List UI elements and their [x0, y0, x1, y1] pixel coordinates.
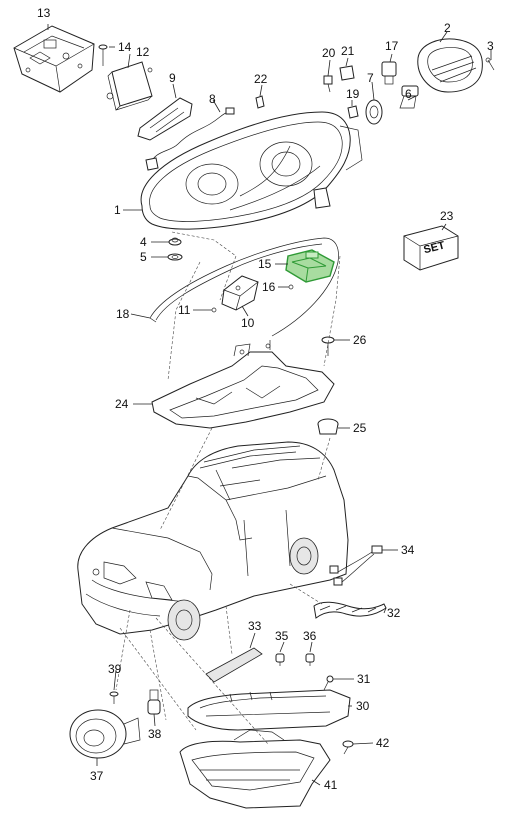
- callout-labels: 1 2 3 4 5 6 7 8 9 10 11 12 13 14 15 16 1…: [37, 6, 494, 792]
- callout-39: 39: [108, 662, 122, 676]
- callout-8: 8: [209, 92, 216, 106]
- part-35-bulb[interactable]: [275, 653, 285, 666]
- callout-9: 9: [169, 71, 176, 85]
- callout-36: 36: [303, 629, 317, 643]
- part-14-screw[interactable]: [98, 44, 108, 66]
- part-16-screw[interactable]: [288, 284, 294, 290]
- part-10-led-module[interactable]: [221, 275, 259, 311]
- part-4-grommet[interactable]: [168, 237, 182, 246]
- callout-2: 2: [444, 21, 451, 35]
- callout-23: 23: [440, 209, 454, 223]
- callout-7: 7: [367, 71, 374, 85]
- callout-20: 20: [322, 46, 336, 60]
- part-30-lamp-strip[interactable]: [187, 689, 351, 731]
- callout-17: 17: [385, 39, 399, 53]
- set-label: SET: [422, 239, 446, 256]
- callout-35: 35: [275, 629, 289, 643]
- part-7-bulb-holder[interactable]: [365, 99, 383, 125]
- callout-15: 15: [258, 257, 272, 271]
- callout-26: 26: [353, 333, 367, 347]
- part-20-adjuster[interactable]: [323, 75, 333, 93]
- part-36-bulb[interactable]: [305, 653, 315, 666]
- part-23-set-box[interactable]: SET: [403, 225, 459, 271]
- callout-3: 3: [487, 39, 494, 53]
- callout-19: 19: [346, 87, 360, 101]
- part-5-washer[interactable]: [167, 253, 183, 261]
- callout-12: 12: [136, 45, 150, 59]
- part-6-bulb[interactable]: [399, 85, 419, 109]
- part-37-fog-light[interactable]: [69, 709, 141, 759]
- part-42-screw[interactable]: [342, 740, 354, 755]
- callout-14: 14: [118, 40, 132, 54]
- part-2-rear-cover[interactable]: [417, 38, 483, 93]
- callout-31: 31: [357, 672, 371, 686]
- part-19-socket[interactable]: [347, 105, 359, 119]
- part-34-wiring-connector[interactable]: [329, 545, 383, 586]
- part-8-wire-harness[interactable]: [145, 107, 235, 171]
- callout-22: 22: [254, 72, 268, 86]
- part-31-screw[interactable]: [323, 675, 334, 691]
- leader-lines: [47, 24, 492, 786]
- callout-37: 37: [90, 769, 104, 783]
- callout-16: 16: [262, 280, 276, 294]
- part-9-bracket[interactable]: [137, 97, 193, 141]
- callout-34: 34: [401, 543, 415, 557]
- callout-24: 24: [115, 397, 129, 411]
- part-22-clip[interactable]: [255, 95, 265, 109]
- part-1-headlamp-assembly[interactable]: [140, 111, 363, 230]
- callout-25: 25: [353, 421, 367, 435]
- part-32-side-marker-strip[interactable]: [313, 601, 387, 619]
- part-12-control-module[interactable]: [106, 61, 153, 111]
- part-41-lower-trim-housing[interactable]: [179, 729, 331, 809]
- callout-32: 32: [387, 606, 401, 620]
- vehicle-illustration: [77, 441, 349, 641]
- part-13-control-unit-bracket[interactable]: [13, 25, 95, 93]
- callout-33: 33: [248, 619, 262, 633]
- callout-1: 1: [114, 203, 121, 217]
- part-26-screw[interactable]: [321, 336, 335, 356]
- part-25-holder[interactable]: [317, 418, 339, 435]
- position-guide-lines: [115, 231, 341, 745]
- part-39-screw[interactable]: [109, 691, 119, 704]
- part-18-seal-strip[interactable]: [149, 237, 339, 337]
- callout-10: 10: [241, 316, 255, 330]
- callout-30: 30: [356, 699, 370, 713]
- callout-38: 38: [148, 727, 162, 741]
- part-33-reflector[interactable]: [205, 647, 263, 683]
- part-38-socket[interactable]: [147, 689, 161, 715]
- part-3-screw[interactable]: [485, 57, 495, 71]
- part-15-led-driver-highlighted[interactable]: [285, 249, 335, 283]
- part-11-screw[interactable]: [211, 307, 217, 313]
- part-24-carrier-frame[interactable]: [151, 340, 335, 429]
- callout-11: 11: [178, 303, 191, 317]
- callout-21: 21: [341, 44, 355, 58]
- callout-42: 42: [376, 736, 390, 750]
- part-21-connector[interactable]: [339, 65, 355, 81]
- callout-6: 6: [405, 87, 412, 101]
- callout-4: 4: [140, 235, 147, 249]
- callout-13: 13: [37, 6, 51, 20]
- part-17-bulb[interactable]: [381, 61, 397, 85]
- callout-41: 41: [324, 778, 338, 792]
- callout-18: 18: [116, 307, 130, 321]
- callout-5: 5: [140, 250, 147, 264]
